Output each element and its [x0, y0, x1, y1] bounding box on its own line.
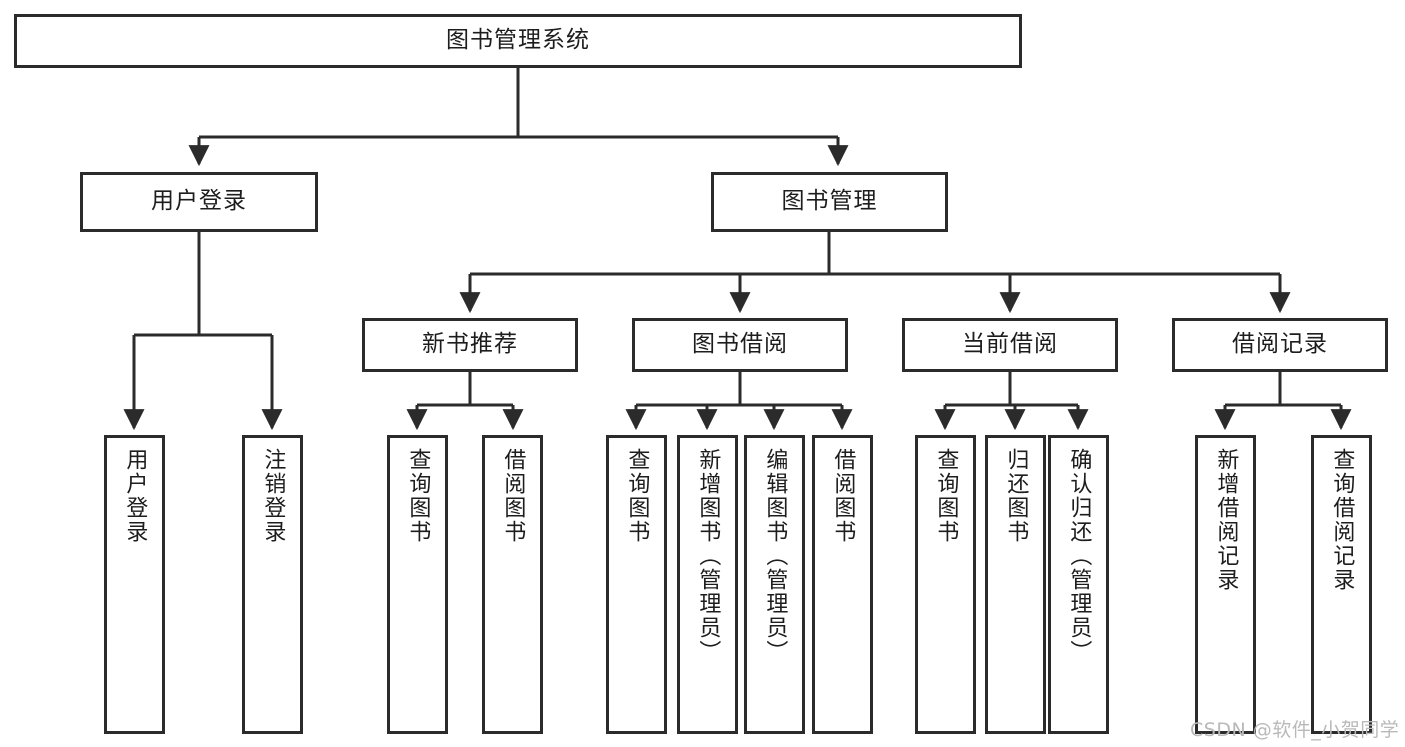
leaf-label: 编辑图书（管理员） — [762, 448, 788, 664]
node-current-borrow-label: 当前借阅 — [962, 331, 1058, 358]
leaf-label: 注销登录 — [260, 448, 286, 544]
leaf-label: 确认归还（管理员） — [1066, 448, 1092, 664]
leaf-user-login-logout[interactable]: 注销登录 — [242, 435, 303, 734]
leaf-label: 新增图书（管理员） — [695, 448, 721, 664]
leaf-current-return-book[interactable]: 归还图书 — [985, 435, 1046, 734]
node-root[interactable]: 图书管理系统 — [14, 14, 1022, 68]
leaf-label: 借阅图书 — [830, 448, 856, 544]
leaf-borrow-borrow-book[interactable]: 借阅图书 — [812, 435, 873, 734]
leaf-current-query-book[interactable]: 查询图书 — [915, 435, 976, 734]
node-book-management[interactable]: 图书管理 — [711, 172, 948, 232]
node-root-label: 图书管理系统 — [446, 27, 590, 54]
leaf-label: 新增借阅记录 — [1213, 448, 1239, 592]
leaf-new-book-query[interactable]: 查询图书 — [387, 435, 448, 734]
leaf-label: 查询图书 — [624, 448, 650, 544]
leaf-record-add[interactable]: 新增借阅记录 — [1195, 435, 1256, 734]
leaf-current-confirm-return[interactable]: 确认归还（管理员） — [1048, 435, 1109, 734]
leaf-borrow-query-book[interactable]: 查询图书 — [606, 435, 667, 734]
node-new-book-recommend-label: 新书推荐 — [422, 331, 518, 358]
leaf-borrow-edit-book[interactable]: 编辑图书（管理员） — [744, 435, 805, 734]
leaf-label: 归还图书 — [1003, 448, 1029, 544]
leaf-label: 借阅图书 — [500, 448, 526, 544]
node-book-borrow[interactable]: 图书借阅 — [632, 318, 848, 372]
node-book-management-label: 图书管理 — [781, 188, 878, 215]
node-user-login-label: 用户登录 — [151, 188, 247, 215]
node-new-book-recommend[interactable]: 新书推荐 — [362, 318, 578, 372]
node-book-borrow-label: 图书借阅 — [692, 331, 788, 358]
node-current-borrow[interactable]: 当前借阅 — [902, 318, 1118, 372]
node-borrow-record-label: 借阅记录 — [1232, 331, 1328, 358]
leaf-label: 查询图书 — [933, 448, 959, 544]
node-borrow-record[interactable]: 借阅记录 — [1172, 318, 1388, 372]
leaf-user-login-login[interactable]: 用户登录 — [104, 435, 165, 734]
leaf-borrow-add-book[interactable]: 新增图书（管理员） — [677, 435, 738, 734]
leaf-label: 查询借阅记录 — [1329, 448, 1355, 592]
leaf-new-book-borrow[interactable]: 借阅图书 — [482, 435, 543, 734]
leaf-label: 用户登录 — [122, 448, 148, 544]
leaf-label: 查询图书 — [405, 448, 431, 544]
leaf-record-query[interactable]: 查询借阅记录 — [1311, 435, 1372, 734]
node-user-login[interactable]: 用户登录 — [80, 172, 318, 232]
